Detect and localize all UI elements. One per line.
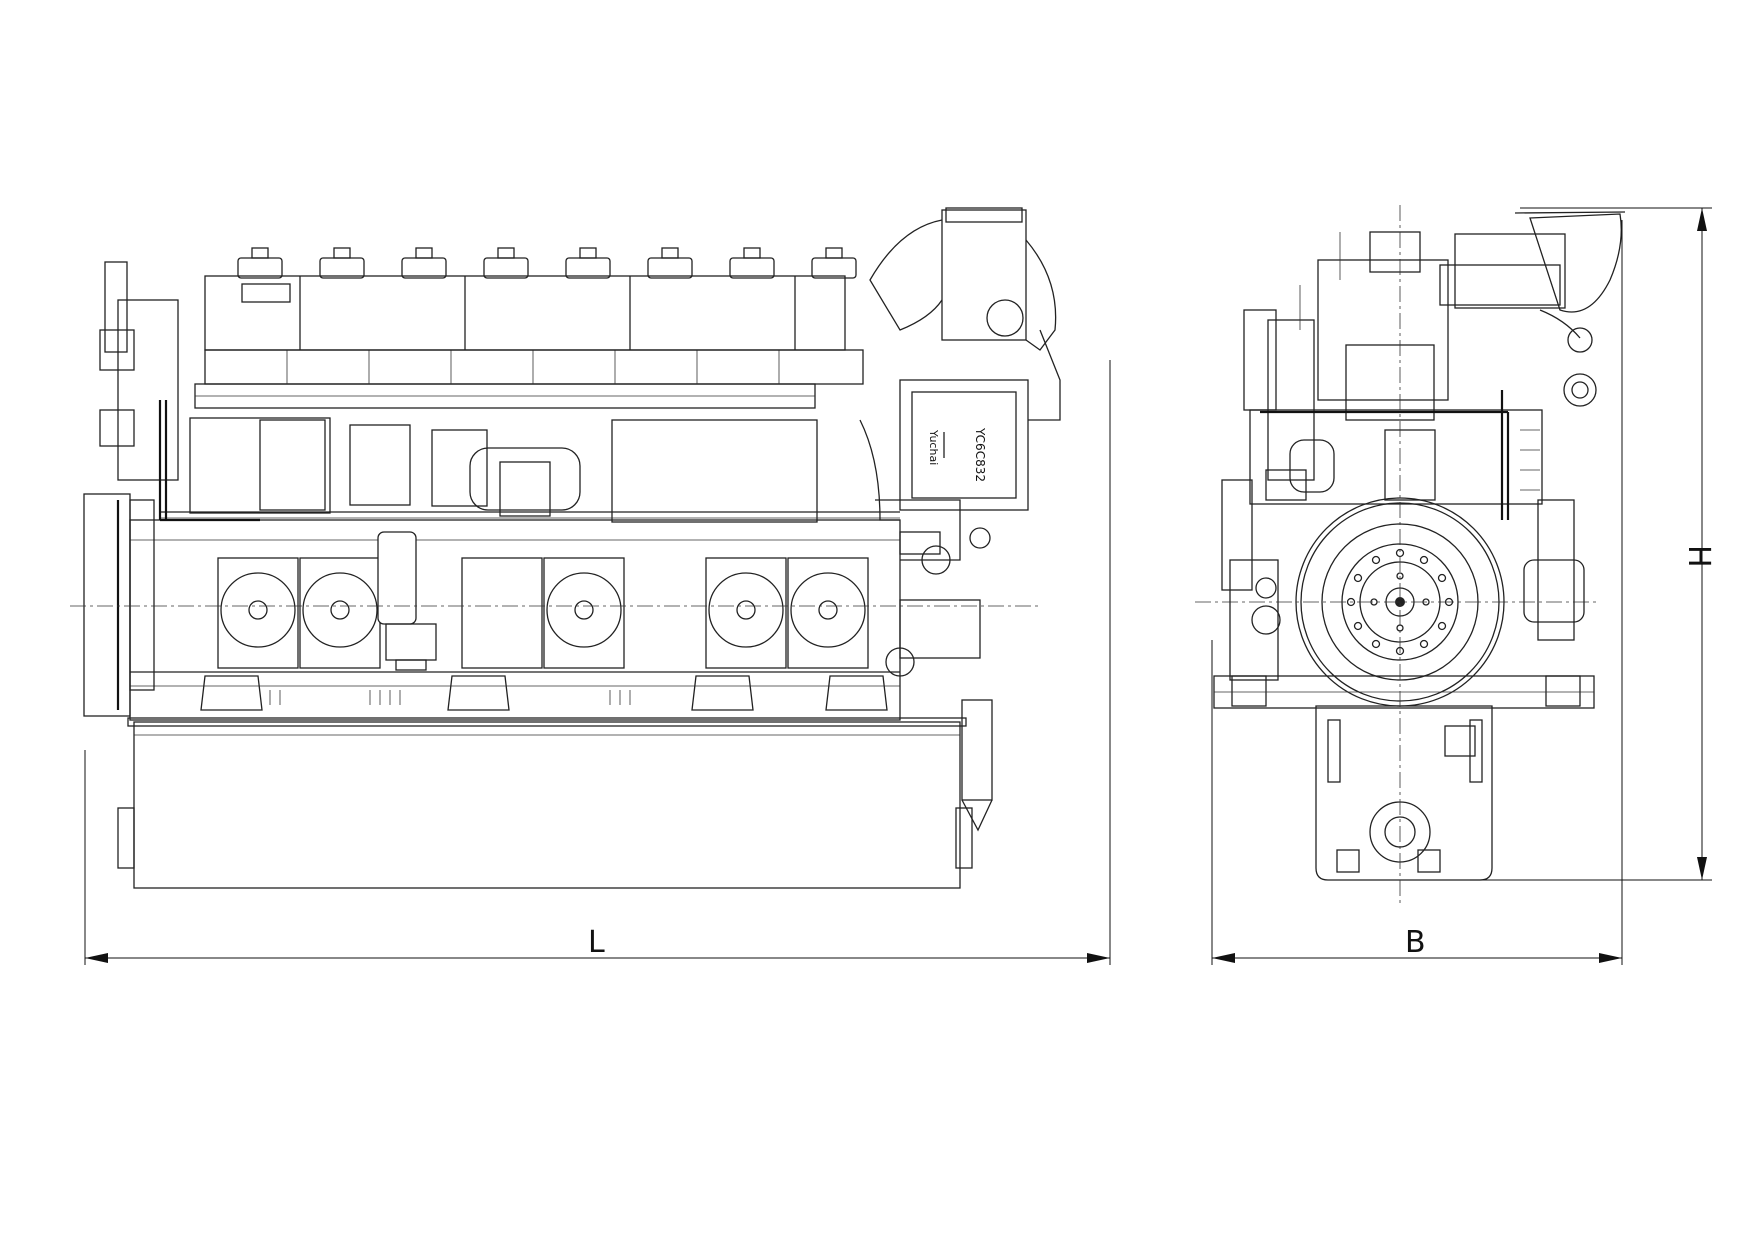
height-label: H: [1681, 545, 1716, 568]
width-label: B: [1405, 925, 1426, 960]
rocker-cap-6: [647, 247, 693, 279]
engine-block: [129, 519, 901, 721]
rocker-cap-4: [483, 247, 529, 279]
rocker-cap-3: [401, 247, 447, 279]
length-label: L: [588, 925, 605, 960]
turbocharger: [869, 207, 1057, 351]
oil-sump: [117, 717, 973, 889]
dimension-width: B: [1211, 220, 1623, 965]
cylinder-heads: [204, 349, 864, 385]
nameplate: Yuchai YC6C832: [927, 427, 987, 482]
oil-filter: [377, 531, 437, 671]
crankcase-cover-3: [546, 572, 622, 648]
crankcase-cover-1: [220, 572, 296, 648]
side-view: Yuchai YC6C832: [70, 207, 1061, 889]
crankcase-cover-5: [790, 572, 866, 648]
end-view-lower: [1213, 559, 1595, 881]
end-view-upper: [1243, 211, 1626, 481]
dimension-height: H: [1470, 207, 1716, 881]
flywheel-bolts: [1346, 548, 1454, 656]
crankcase-cover-2: [302, 572, 378, 648]
end-view-middle: [1221, 390, 1575, 641]
end-view: [1195, 205, 1626, 905]
crankcase-cover-4: [708, 572, 784, 648]
rocker-cap-8: [811, 247, 857, 279]
intake-manifold: [194, 383, 816, 409]
rear-pipework: [859, 329, 1061, 832]
front-end: [83, 261, 260, 717]
junction-box: [899, 379, 1029, 511]
nameplate-text-1: Yuchai: [927, 429, 940, 465]
exhaust-manifold-cover: [204, 275, 846, 351]
rocker-cap-7: [729, 247, 775, 279]
nameplate-text-2: YC6C832: [973, 427, 987, 482]
aux-panels: [160, 417, 900, 523]
dimension-length: L: [84, 360, 1111, 965]
rocker-cap-5: [565, 247, 611, 279]
rocker-cap-2: [319, 247, 365, 279]
rocker-cap-1: [237, 247, 283, 279]
mounting-feet: [200, 675, 888, 711]
rocker-caps: [237, 247, 857, 279]
